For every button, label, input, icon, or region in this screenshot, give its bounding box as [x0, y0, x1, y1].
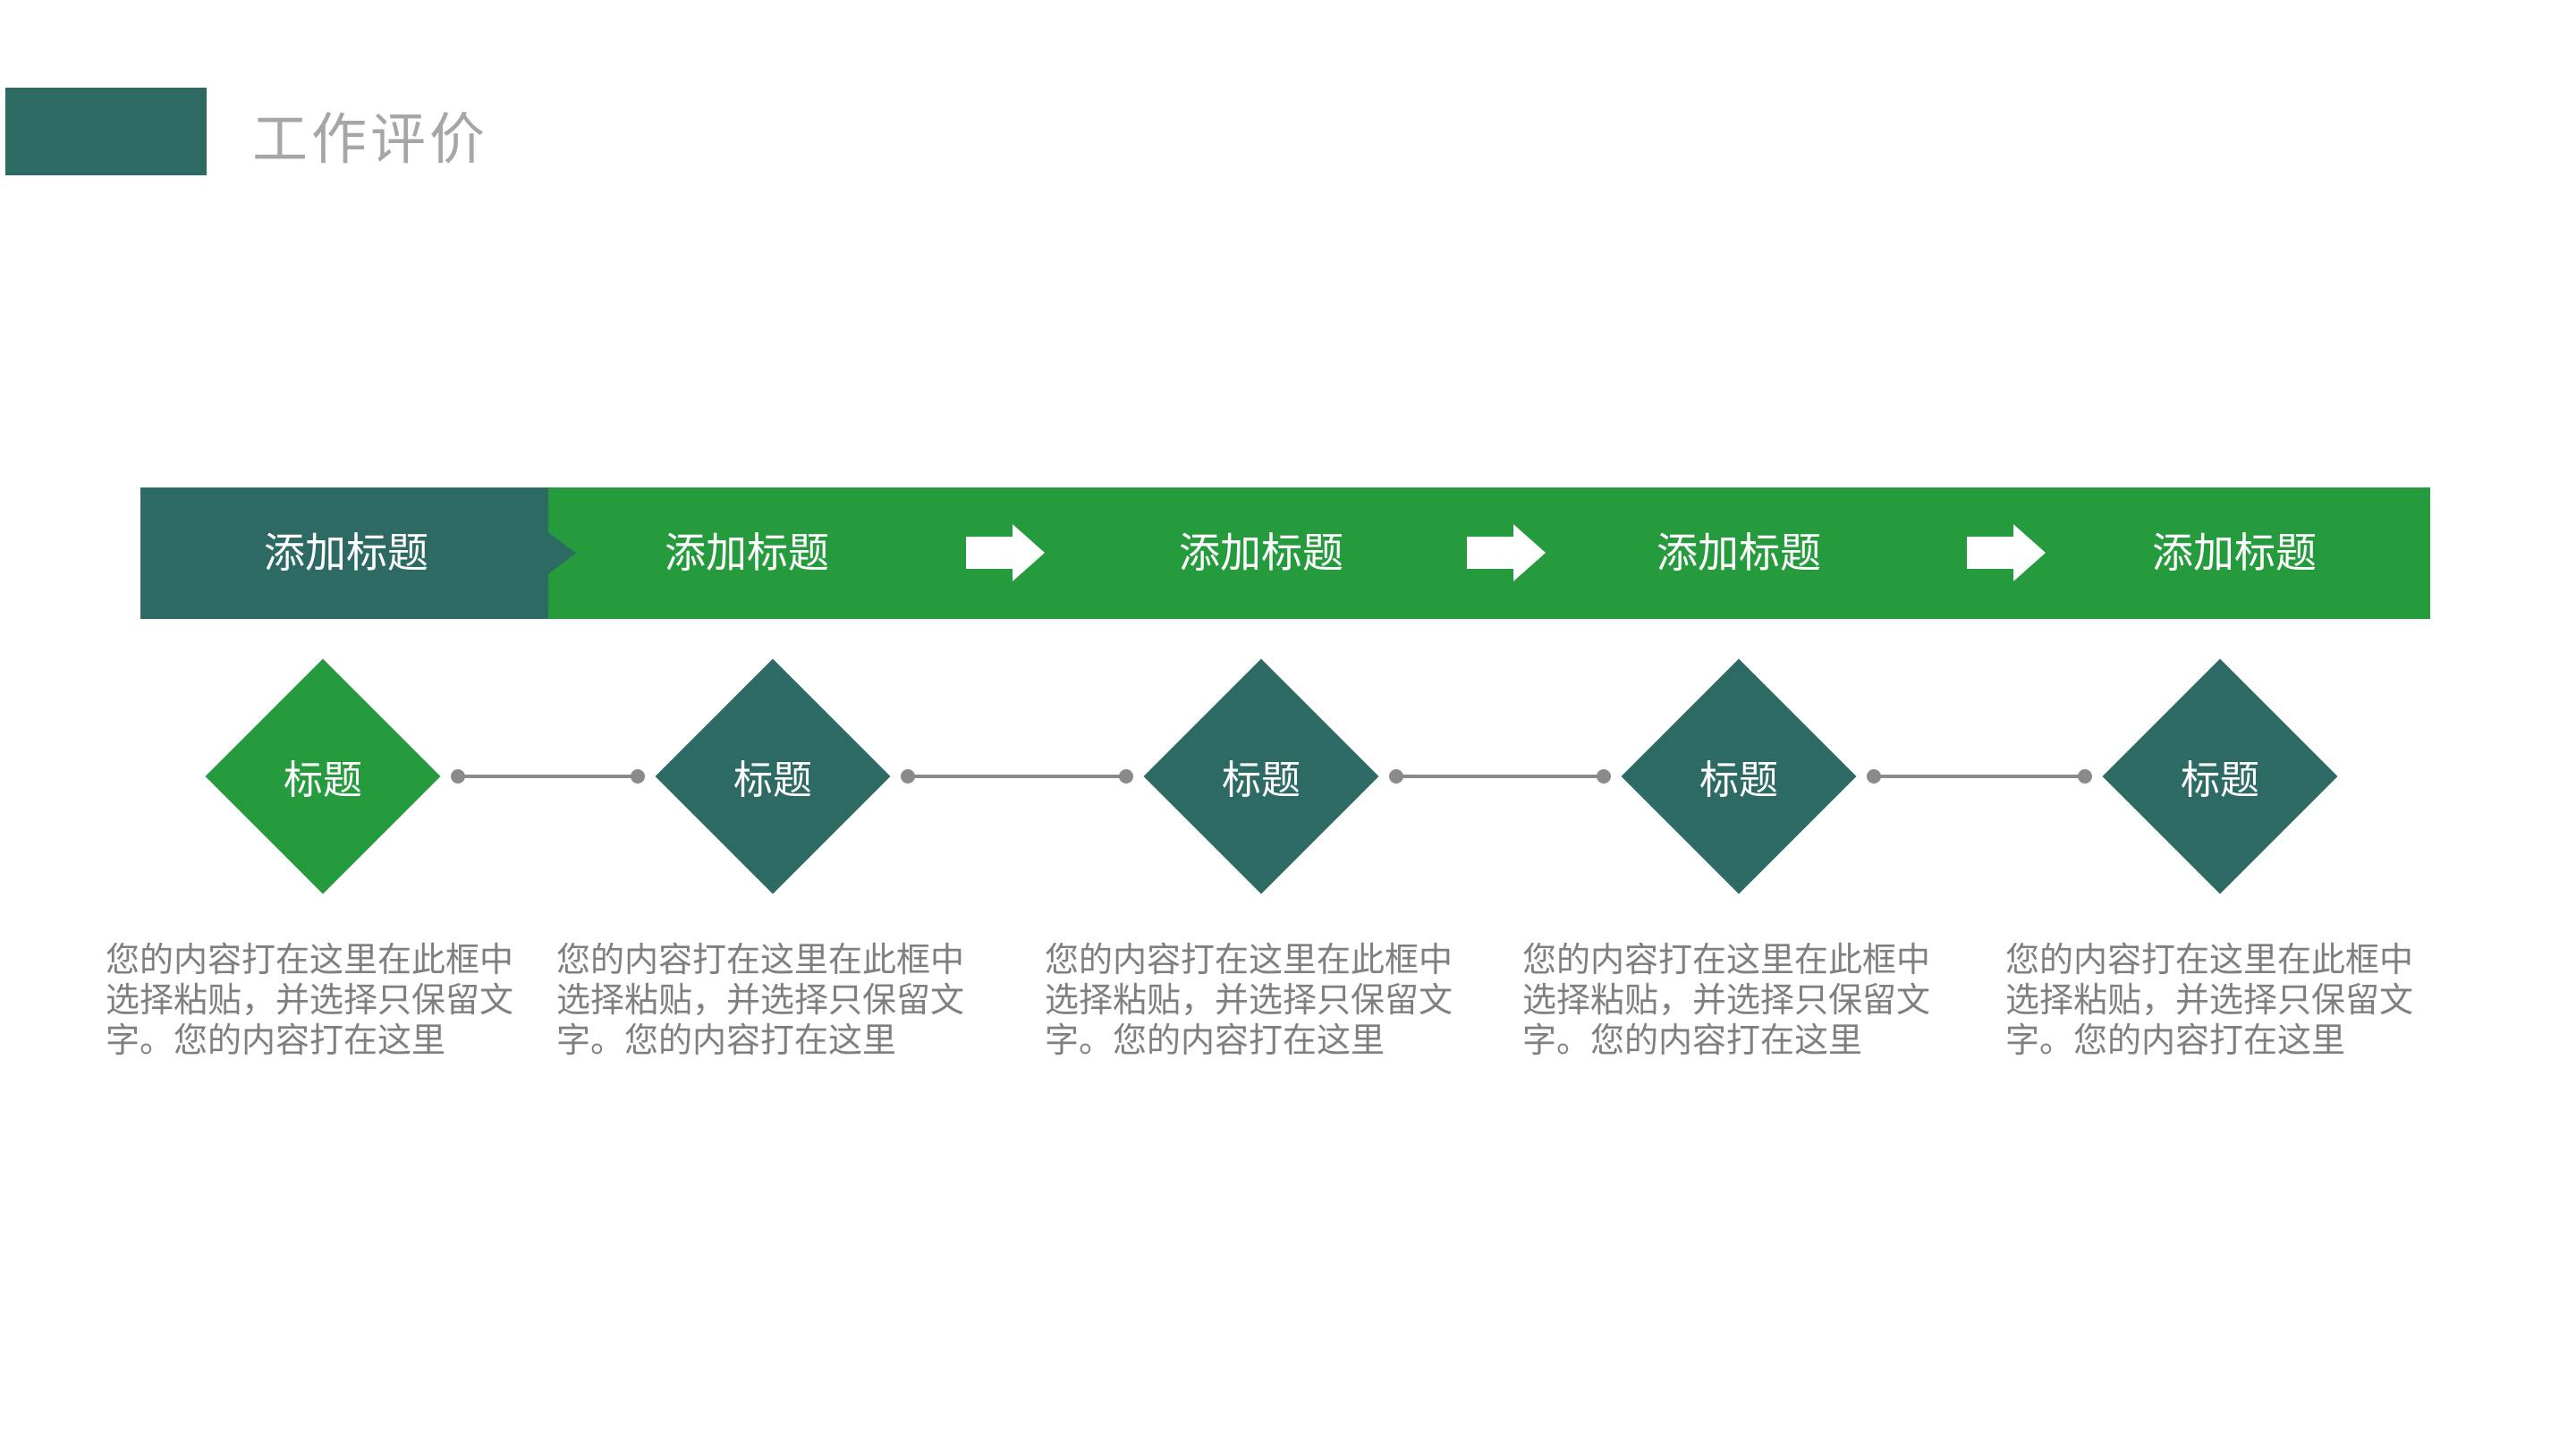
diamond-label-1: 标题 [284, 758, 362, 802]
body-line: 您的内容打在这里在此框中 [1045, 942, 1453, 979]
diamond-label-2: 标题 [733, 758, 812, 802]
connector-dot [2078, 769, 2092, 784]
connector-3-4 [1389, 769, 1611, 784]
connector-line [458, 775, 638, 778]
diamond-step-2: 标题 [655, 658, 891, 894]
page-title: 工作评价 [252, 109, 489, 171]
connector-2-3 [901, 769, 1133, 784]
bar-segment-label-4: 添加标题 [1657, 530, 1821, 576]
step-description-2: 您的内容打在这里在此框中 选择粘贴，并选择只保留文 字。您的内容打在这里 [556, 941, 986, 1062]
right-arrow-icon [1467, 524, 1546, 581]
connector-4-5 [1867, 769, 2092, 784]
connector-line [1396, 775, 1604, 778]
diamond-step-4: 标题 [1621, 658, 1857, 894]
bar-segment-highlight-shape [140, 487, 576, 619]
body-line: 您的内容打在这里在此框中 [2005, 942, 2414, 979]
connector-line [908, 775, 1126, 778]
bar-segment-label-1: 添加标题 [264, 530, 428, 576]
body-line: 选择粘贴，并选择只保留文 [2005, 982, 2414, 1020]
body-line: 您的内容打在这里在此框中 [1522, 942, 1931, 979]
bar-segment-label-3: 添加标题 [1179, 530, 1343, 576]
body-line: 字。您的内容打在这里 [1045, 1022, 1385, 1060]
connector-dot [1597, 769, 1611, 784]
body-line: 您的内容打在这里在此框中 [556, 942, 965, 979]
body-line: 选择粘贴，并选择只保留文 [1522, 982, 1931, 1020]
body-line: 字。您的内容打在这里 [556, 1022, 897, 1060]
body-line: 选择粘贴，并选择只保留文 [1045, 982, 1453, 1020]
body-line: 选择粘贴，并选择只保留文 [556, 982, 965, 1020]
body-line: 选择粘贴，并选择只保留文 [106, 982, 514, 1020]
bar-segment-label-2: 添加标题 [665, 530, 829, 576]
diamond-label-5: 标题 [2181, 758, 2259, 802]
process-bar: 添加标题 添加标题 添加标题 添加标题 添加标题 [140, 487, 2430, 619]
step-description-5: 您的内容打在这里在此框中 选择粘贴，并选择只保留文 字。您的内容打在这里 [2005, 941, 2435, 1062]
bar-segment-label-5: 添加标题 [2152, 530, 2317, 576]
right-arrow-icon [1967, 524, 2046, 581]
connector-line [1874, 775, 2085, 778]
step-description-1: 您的内容打在这里在此框中 选择粘贴，并选择只保留文 字。您的内容打在这里 [106, 941, 535, 1062]
diamond-step-1: 标题 [205, 658, 441, 894]
body-line: 您的内容打在这里在此框中 [106, 942, 514, 979]
connector-dot [631, 769, 645, 784]
body-line: 字。您的内容打在这里 [2005, 1022, 2346, 1060]
body-line: 字。您的内容打在这里 [106, 1022, 446, 1060]
diamond-label-3: 标题 [1222, 758, 1301, 802]
step-description-3: 您的内容打在这里在此框中 选择粘贴，并选择只保留文 字。您的内容打在这里 [1045, 941, 1474, 1062]
diamond-step-3: 标题 [1143, 658, 1379, 894]
diamond-label-4: 标题 [1699, 758, 1778, 802]
step-description-4: 您的内容打在这里在此框中 选择粘贴，并选择只保留文 字。您的内容打在这里 [1522, 941, 1952, 1062]
connector-dot [1119, 769, 1133, 784]
diamond-step-5: 标题 [2102, 658, 2338, 894]
connector-1-2 [451, 769, 645, 784]
right-arrow-icon [966, 524, 1045, 581]
body-line: 字。您的内容打在这里 [1522, 1022, 1863, 1060]
title-accent-bar [5, 88, 207, 175]
